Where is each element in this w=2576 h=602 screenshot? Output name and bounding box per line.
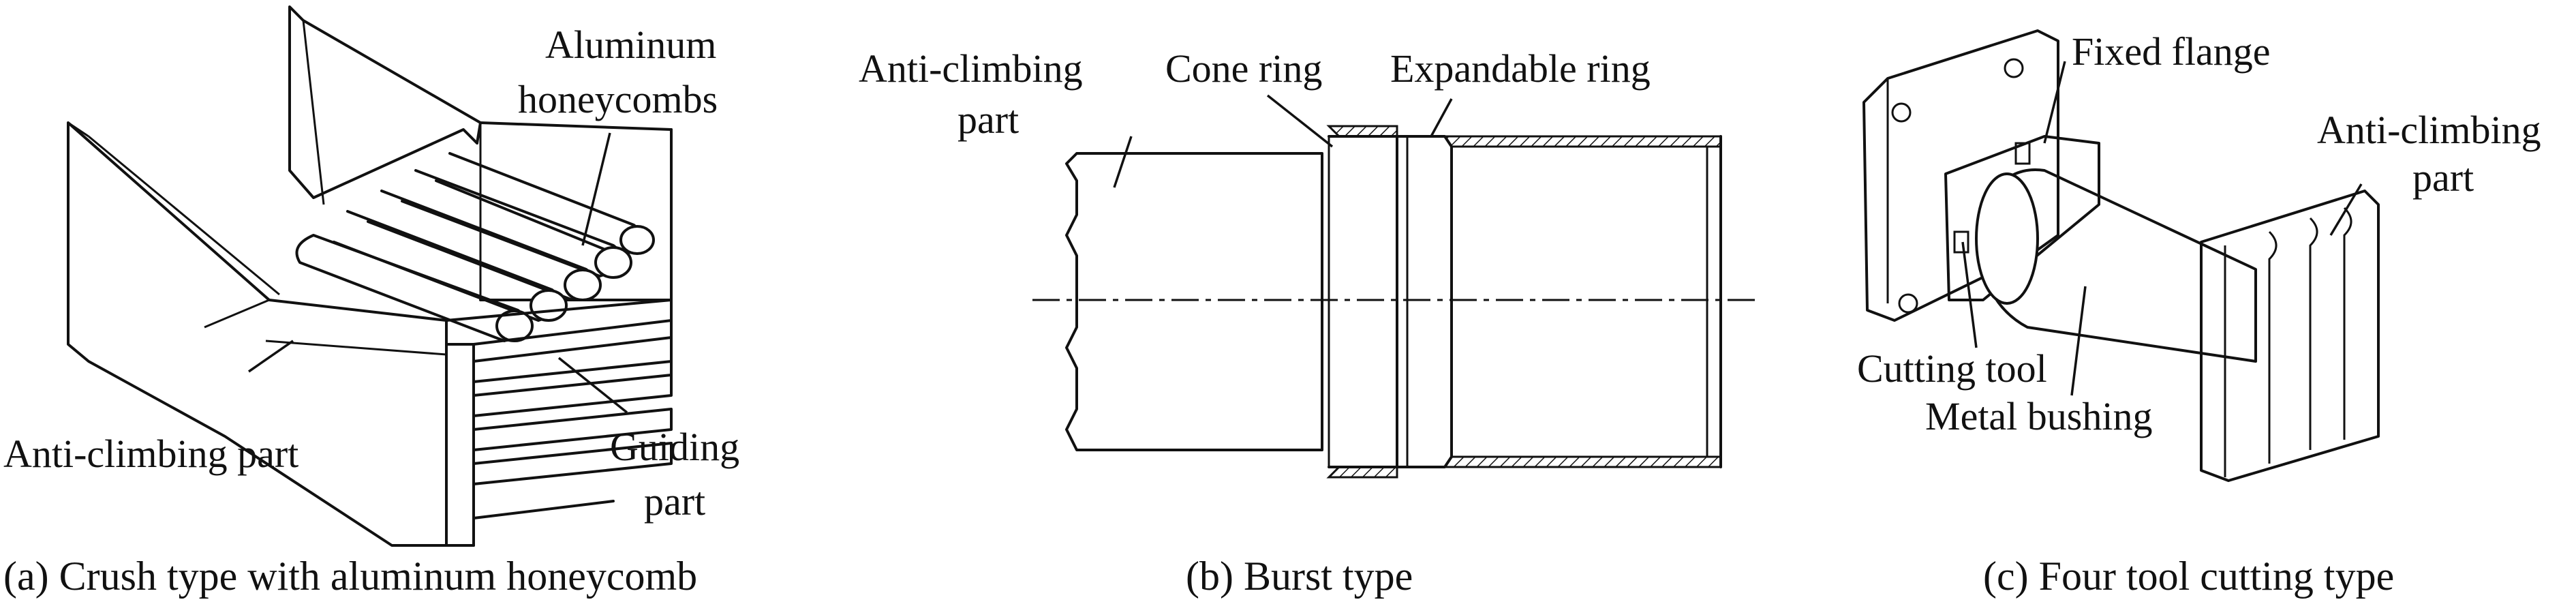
label-guiding-part-2: part [644, 479, 705, 524]
label-aluminum-honeycombs-2: honeycombs [518, 77, 718, 121]
label-fixed-flange: Fixed flange [2072, 29, 2271, 74]
label-anti-climbing-part-b-1: Anti-climbing [859, 46, 1083, 91]
label-cutting-tool: Cutting tool [1857, 346, 2047, 391]
label-anti-climbing-part-c-1: Anti-climbing [2317, 108, 2541, 152]
caption-a: (a) Crush type with aluminum honeycomb [3, 554, 697, 599]
panel-c-cutting-type: Fixed flange Anti-climbing part Cutting … [1857, 29, 2541, 599]
metal-bushing [1975, 168, 2257, 363]
label-metal-bushing: Metal bushing [1925, 394, 2152, 438]
label-anti-climbing-part-b-2: part [957, 97, 1019, 142]
label-aluminum-honeycombs-1: Aluminum [545, 22, 716, 67]
caption-b: (b) Burst type [1186, 554, 1413, 599]
label-cone-ring: Cone ring [1165, 46, 1322, 91]
caption-c: (c) Four tool cutting type [1983, 554, 2394, 599]
panel-a-crush-type: Aluminum honeycombs Anti-climbing part G… [3, 5, 739, 599]
panel-b-burst-type: Anti-climbing part Cone ring Expandable … [859, 46, 1762, 599]
label-guiding-part-1: Guiding [610, 425, 739, 469]
label-anti-climbing-part-a: Anti-climbing part [3, 432, 298, 476]
guiding-part-ribs [445, 299, 673, 547]
label-expandable-ring: Expandable ring [1390, 46, 1651, 91]
label-anti-climbing-part-c-2: part [2412, 155, 2474, 200]
